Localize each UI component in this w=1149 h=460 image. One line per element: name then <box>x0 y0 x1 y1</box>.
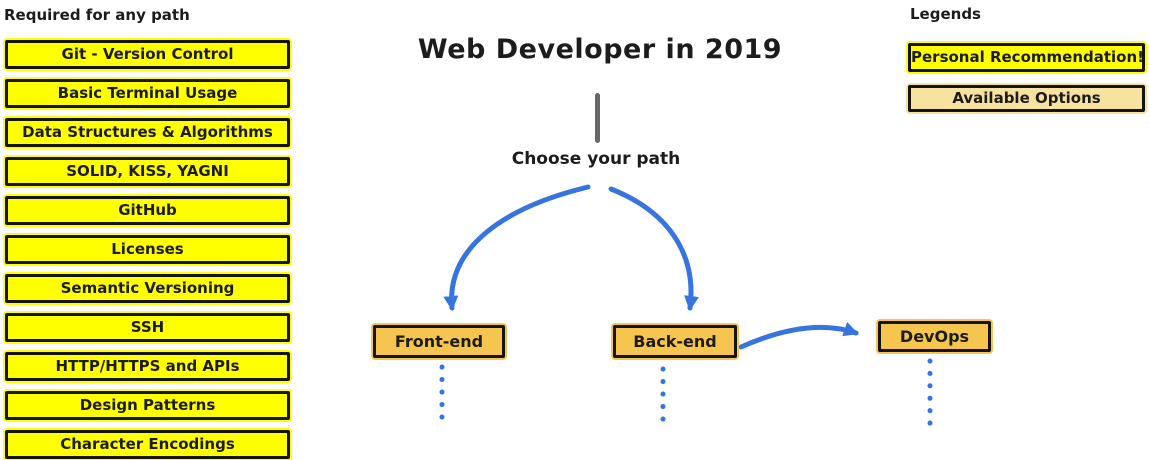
required-item-git: Git - Version Control <box>5 40 290 69</box>
required-item-github: GitHub <box>5 196 290 225</box>
path-box-devops: DevOps <box>878 321 991 352</box>
required-item-dsa: Data Structures & Algorithms <box>5 118 290 147</box>
required-item-licenses: Licenses <box>5 235 290 264</box>
required-item-ssh: SSH <box>5 313 290 342</box>
arrow-backend-to-devops <box>738 322 859 350</box>
required-item-http: HTTP/HTTPS and APIs <box>5 352 290 381</box>
legend-available-options: Available Options <box>908 85 1145 112</box>
required-item-patterns: Design Patterns <box>5 391 290 420</box>
required-item-solid: SOLID, KISS, YAGNI <box>5 157 290 186</box>
legends-heading: Legends <box>910 5 981 23</box>
required-item-semver: Semantic Versioning <box>5 274 290 303</box>
arrow-to-backend <box>608 186 699 311</box>
path-box-backend: Back-end <box>613 325 737 358</box>
arrow-to-frontend <box>443 184 591 311</box>
page-title: Web Developer in 2019 <box>417 34 783 65</box>
required-item-terminal: Basic Terminal Usage <box>5 79 290 108</box>
required-section-heading: Required for any path <box>4 6 190 24</box>
legend-personal-recommendation: Personal Recommendation! <box>908 43 1145 72</box>
required-item-encodings: Character Encodings <box>5 430 290 459</box>
title-connector-line <box>595 93 600 143</box>
path-box-frontend: Front-end <box>373 325 505 358</box>
choose-path-label: Choose your path <box>511 149 681 169</box>
